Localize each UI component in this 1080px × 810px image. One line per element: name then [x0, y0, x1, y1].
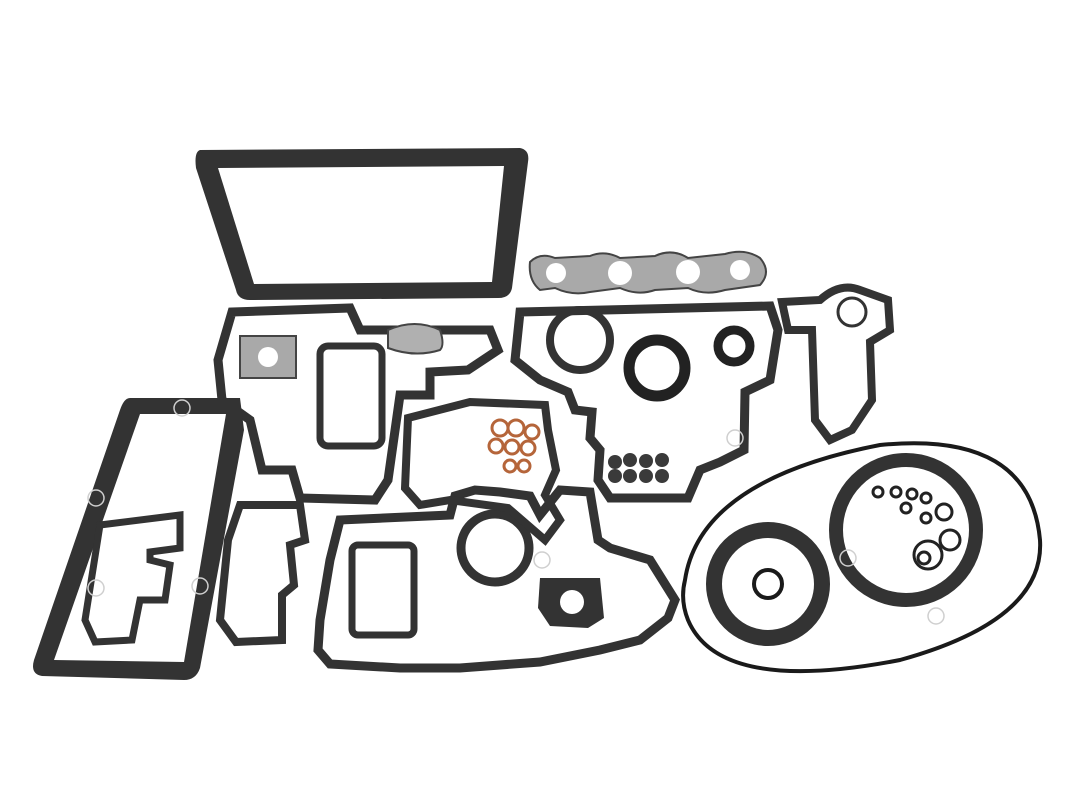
- round-gasket-large: [829, 453, 983, 607]
- oil-pan-gasket: [195, 148, 529, 300]
- gear-case-gasket: [510, 301, 783, 503]
- round-gasket-small: [706, 522, 830, 646]
- front-plate-gasket: [313, 485, 681, 673]
- side-cover-gasket: [33, 398, 244, 680]
- large-o-ring: [681, 441, 1043, 674]
- head-side-gasket: [400, 397, 565, 546]
- valve-stem-seals: [608, 453, 669, 483]
- exhaust-manifold-gasket: [528, 250, 767, 295]
- intake-manifold-gasket: [215, 501, 310, 647]
- water-pump-gasket: [777, 283, 895, 445]
- watermark: [87, 399, 945, 625]
- copper-washers: [487, 418, 541, 474]
- timing-cover-gasket: [213, 303, 504, 505]
